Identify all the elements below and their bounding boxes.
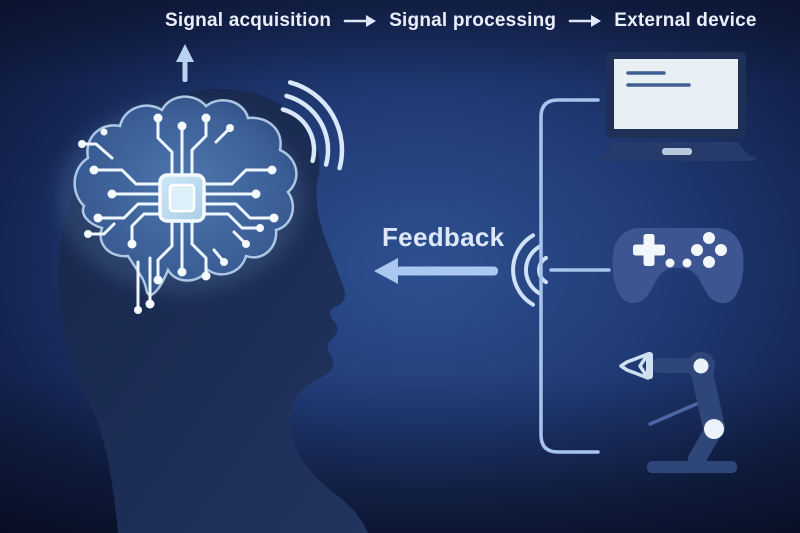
device-connector-bracket [539, 98, 611, 454]
pipeline-step-acquisition: Signal acquisition [165, 10, 332, 31]
robot-arm-icon [619, 352, 737, 473]
menu-buttons [665, 258, 692, 268]
game-controller-icon [612, 228, 744, 304]
elbow-joint [704, 419, 724, 439]
gripper-claw [619, 352, 650, 380]
feedback-label: Feedback [382, 222, 505, 252]
chip-icon [158, 173, 206, 223]
arrow-right-icon [568, 15, 602, 27]
feedback-arrow-left-icon [374, 258, 498, 284]
circuit-nodes [78, 113, 279, 314]
arrow-right-icon [343, 15, 377, 27]
laptop-icon [596, 52, 756, 161]
arrow-up-icon [176, 44, 194, 82]
brain-circuit-chip-icon [58, 95, 302, 314]
action-buttons [691, 232, 727, 268]
head-wireless-signal-icon [280, 80, 345, 171]
pipeline-step-external-device: External device [614, 10, 757, 31]
shoulder-joint [693, 358, 709, 374]
pipeline-labels: Signal acquisition Signal processing Ext… [165, 6, 757, 36]
pipeline-step-processing: Signal processing [389, 10, 557, 31]
wrist-bar [646, 352, 653, 379]
feedback-wireless-signal-icon [511, 233, 548, 307]
dpad [633, 234, 665, 266]
